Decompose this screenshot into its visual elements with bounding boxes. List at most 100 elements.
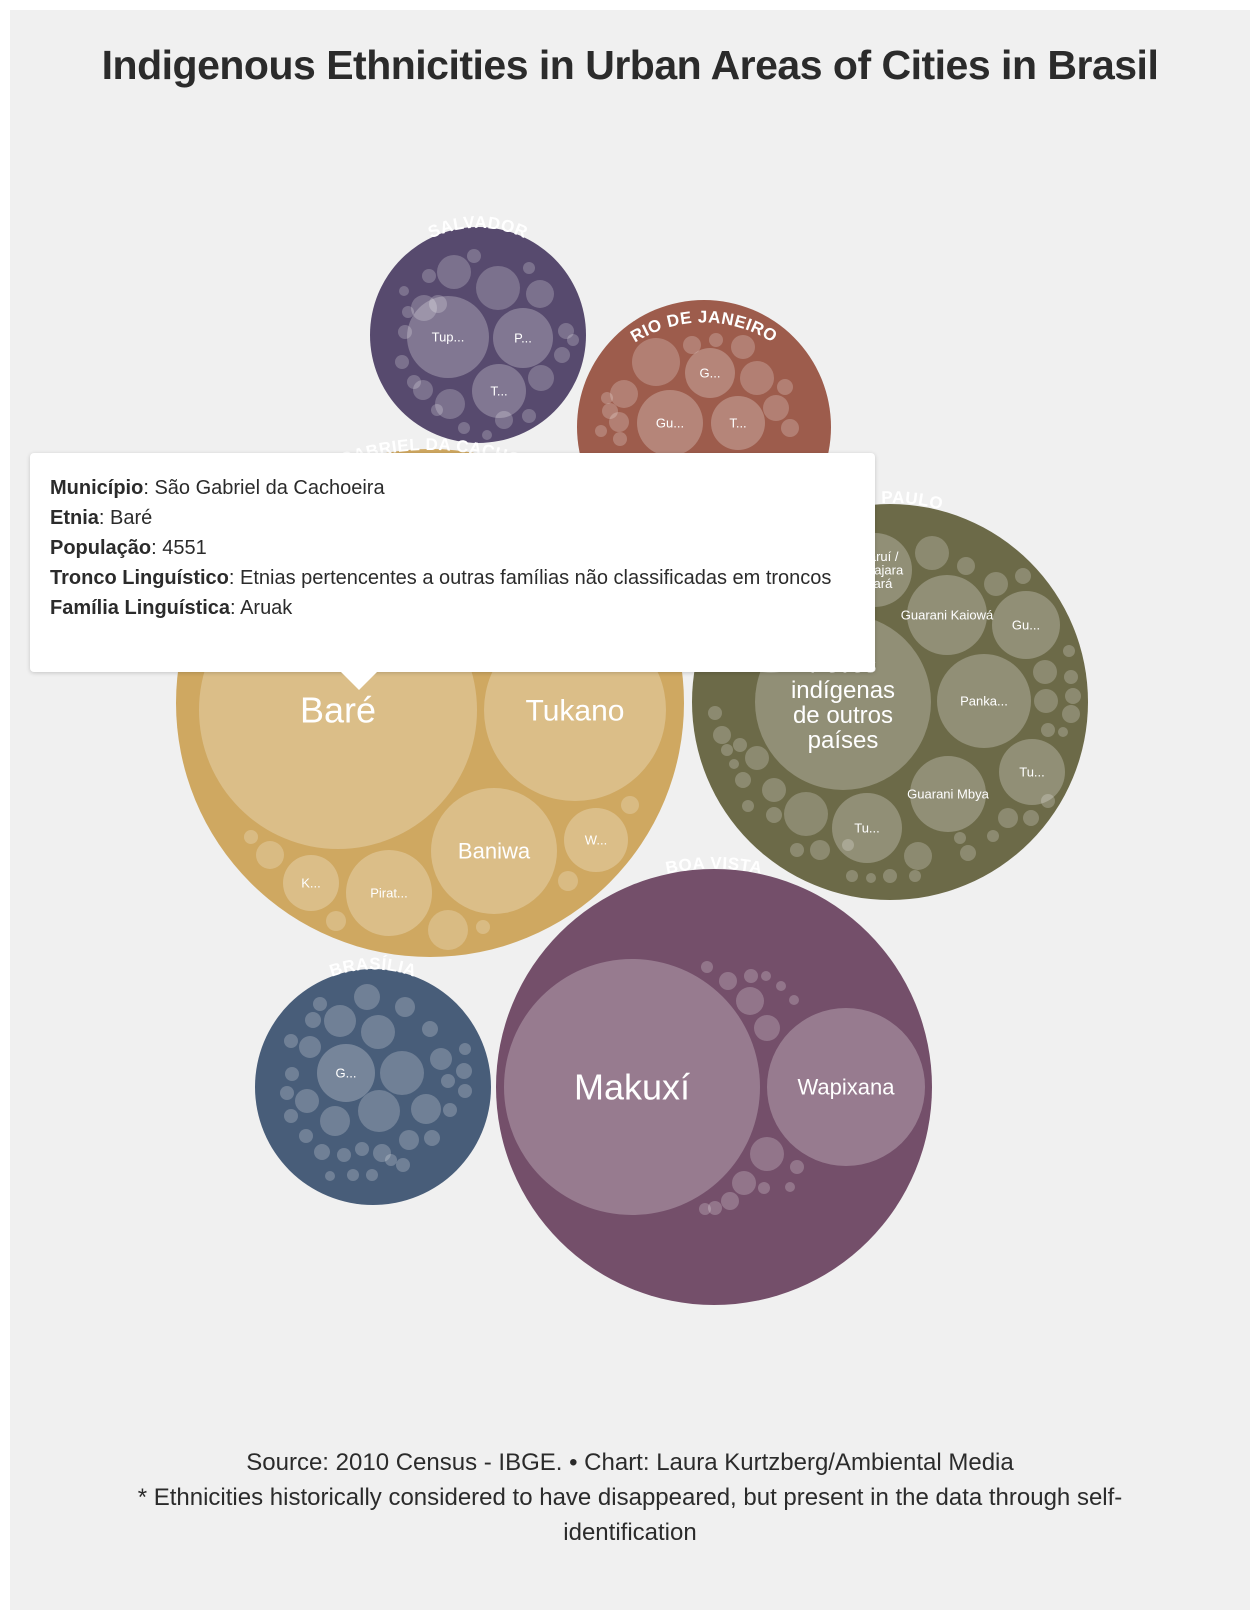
tooltip-familia-label: Família Linguística: [50, 597, 231, 619]
ethnicity-dot: [719, 972, 737, 990]
tooltip-etnia-value: Baré: [110, 507, 153, 529]
ethnicity-dot: [1034, 689, 1058, 713]
tooltip-municipio-label: Município: [50, 477, 144, 499]
ethnicity-dot: [355, 1142, 369, 1156]
ethnicity-dot: [256, 841, 284, 869]
ethnicity-circle: [907, 575, 987, 655]
ethnicity-dot: [601, 392, 613, 404]
tooltip-etnia-label: Etnia: [50, 507, 99, 529]
ethnicity-dot: [742, 800, 754, 812]
ethnicity-dot: [766, 807, 782, 823]
tooltip-arrow: [341, 672, 377, 690]
ethnicity-dot: [1063, 645, 1075, 657]
ethnicity-label-line: G...: [336, 1066, 357, 1081]
ethnicity-dot: [244, 830, 258, 844]
ethnicity-circle: [472, 364, 526, 418]
ethnicity-dot: [987, 830, 999, 842]
ethnicity-dot: [632, 338, 680, 386]
ethnicity-dot: [347, 1169, 359, 1181]
ethnicity-dot: [736, 987, 764, 1015]
tooltip-municipio-value: São Gabriel da Cachoeira: [154, 477, 385, 499]
ethnicity-dot: [763, 395, 789, 421]
ethnicity-label: Guarani Kaiowá: [901, 608, 994, 623]
ethnicity-dot: [713, 726, 731, 744]
ethnicity-dot: [399, 286, 409, 296]
ethnicity-dot: [399, 1130, 419, 1150]
ethnicity-dot: [385, 1154, 397, 1166]
ethnicity-dot: [482, 430, 492, 440]
ethnicity-dot: [595, 425, 607, 437]
ethnicity-dot: [284, 1109, 298, 1123]
ethnicity-dot: [709, 333, 723, 347]
ethnicity-dot: [1033, 660, 1057, 684]
ethnicity-dot: [904, 842, 932, 870]
ethnicity-circle: [564, 808, 628, 872]
ethnicity-label-line: Gu...: [1012, 618, 1040, 633]
ethnicity-dot: [476, 266, 520, 310]
ethnicity-dot: [883, 869, 897, 883]
ethnicity-dot: [1065, 688, 1081, 704]
ethnicity-dot: [459, 1043, 471, 1055]
ethnicity-circle: [504, 959, 760, 1215]
ethnicity-dot: [781, 419, 799, 437]
ethnicity-dot: [361, 1015, 395, 1049]
ethnicity-label-line: Baniwa: [458, 839, 531, 864]
city-circle: [370, 227, 586, 443]
ethnicity-dot: [429, 295, 447, 313]
ethnicity-dot: [613, 432, 627, 446]
footnote: * Ethnicities historically considered to…: [137, 1484, 1123, 1546]
chart-footer: Source: 2010 Census - IBGE. • Chart: Lau…: [10, 1445, 1250, 1550]
ethnicity-dot: [422, 269, 436, 283]
ethnicity-label: Guarani Mbya: [907, 787, 989, 802]
tooltip-tronco-label: Tronco Linguístico: [50, 567, 229, 589]
ethnicity-dot: [402, 306, 414, 318]
ethnicity-label-line: G...: [700, 366, 721, 381]
ethnicity-dot: [957, 557, 975, 575]
ethnicity-label: T...: [490, 384, 507, 399]
ethnicity-dot: [733, 738, 747, 752]
ethnicity-label-line: Pirat...: [370, 886, 408, 901]
ethnicity-label-line: Baré: [300, 690, 376, 731]
ethnicity-dot: [313, 997, 327, 1011]
ethnicity-dot: [758, 1182, 770, 1194]
ethnicity-label-line: Wapixana: [797, 1075, 895, 1100]
ethnicity-circle: [346, 850, 432, 936]
city-group-5: G...BRASÍLIA: [255, 954, 491, 1205]
chart-title: Indigenous Ethnicities in Urban Areas of…: [101, 42, 1159, 88]
ethnicity-dot: [784, 792, 828, 836]
ethnicity-dot: [395, 355, 409, 369]
ethnicity-label-line: Tup...: [432, 330, 465, 345]
ethnicity-label: T...: [729, 416, 746, 431]
ethnicity-dot: [790, 843, 804, 857]
ethnicity-label-line: Panka...: [960, 694, 1008, 709]
ethnicity-dot: [373, 1144, 391, 1162]
ethnicity-dot: [413, 380, 433, 400]
ethnicity-label-line: Gu...: [656, 416, 684, 431]
ethnicity-dot: [731, 335, 755, 359]
ethnicity-dot: [458, 1084, 472, 1098]
ethnicity-label: Baniwa: [458, 839, 531, 864]
ethnicity-dot: [1041, 723, 1055, 737]
ethnicity-dot: [740, 361, 774, 395]
tooltip-familia-value: Aruak: [240, 597, 293, 619]
ethnicity-dot: [683, 336, 701, 354]
ethnicity-dot: [1015, 568, 1031, 584]
ethnicity-dot: [467, 249, 481, 263]
ethnicity-dot: [1064, 670, 1078, 684]
ethnicity-dot: [1058, 727, 1068, 737]
ethnicity-dot: [396, 1158, 410, 1172]
ethnicity-label: Tukano: [526, 695, 625, 728]
ethnicity-dot: [701, 961, 713, 973]
tooltip-etnia: Etnia: Baré: [50, 507, 153, 529]
ethnicity-dot: [732, 1171, 756, 1195]
ethnicity-circle: [317, 1044, 375, 1102]
chart-frame: Indigenous Ethnicities in Urban Areas of…: [10, 10, 1250, 1610]
ethnicity-dot: [699, 1203, 711, 1215]
ethnicity-dot: [866, 873, 876, 883]
ethnicity-dot: [998, 808, 1018, 828]
tooltip-tronco: Tronco Linguístico: Etnias pertencentes …: [50, 567, 832, 589]
ethnicity-dot: [430, 1048, 452, 1070]
ethnicity-dot: [960, 845, 976, 861]
